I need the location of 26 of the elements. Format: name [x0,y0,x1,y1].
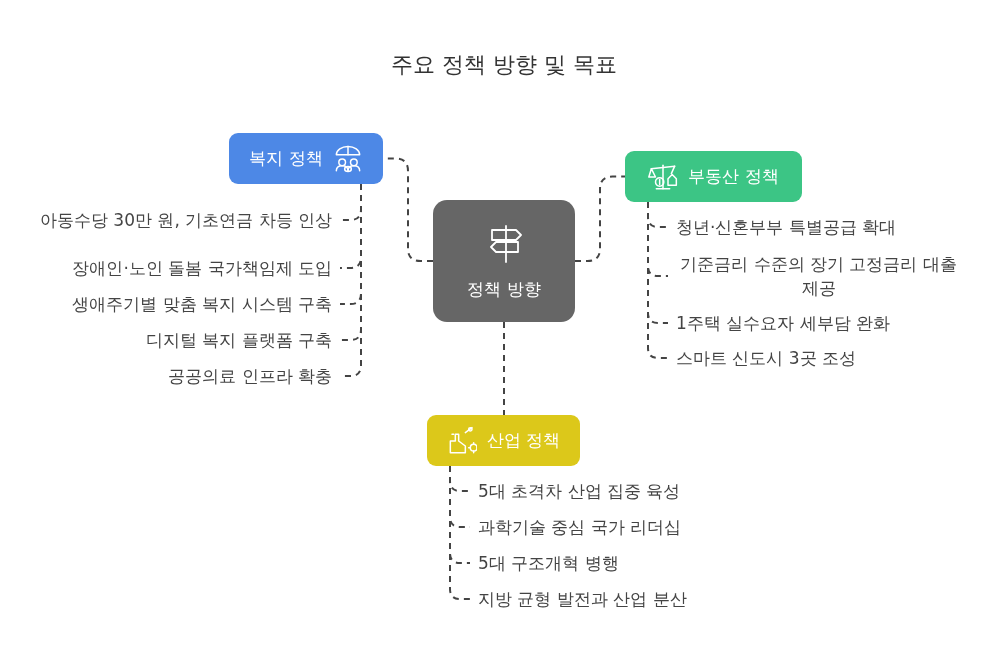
policy-item-text: 아동수당 30만 원, 기초연금 차등 인상 [39,208,332,232]
dashed-connector [647,201,669,359]
policy-item-text: 과학기술 중심 국가 리더십 [478,515,682,539]
policy-item-text: 청년·신혼부부 특별공급 확대 [676,215,897,239]
central-topic-label: 정책 방향 [467,277,541,301]
dashed-connector [449,465,471,600]
policy-item-text: 기준금리 수준의 장기 고정금리 대출 제공 [676,252,961,300]
policy-item-text: 디지털 복지 플랫폼 구축 [145,328,332,352]
policy-item-text: 생애주기별 맞춤 복지 시스템 구축 [72,292,332,316]
policy-item-text: 1주택 실수요자 세부담 완화 [676,311,891,335]
dashed-connector [503,321,505,416]
category-box [625,151,802,202]
central-topic-box [433,200,575,322]
category-label: 복지 정책 [249,147,323,170]
policy-item-text: 5대 구조개혁 병행 [478,551,619,575]
category-box [229,133,383,184]
policy-item-text: 지방 균형 발전과 산업 분산 [478,587,687,611]
policy-item-text: 스마트 신도시 3곳 조성 [676,346,857,370]
dashed-connector [574,175,626,262]
diagram-title: 주요 정책 방향 및 목표 [390,51,618,79]
policy-item-text: 5대 초격차 산업 집중 육성 [478,479,681,503]
category-label: 산업 정책 [486,429,561,452]
policy-item-text: 장애인·노인 돌봄 국가책임제 도입 [72,256,332,280]
policy-item-text: 공공의료 인프라 확충 [168,364,332,388]
category-label: 부동산 정책 [688,165,779,188]
category-box [427,415,580,466]
